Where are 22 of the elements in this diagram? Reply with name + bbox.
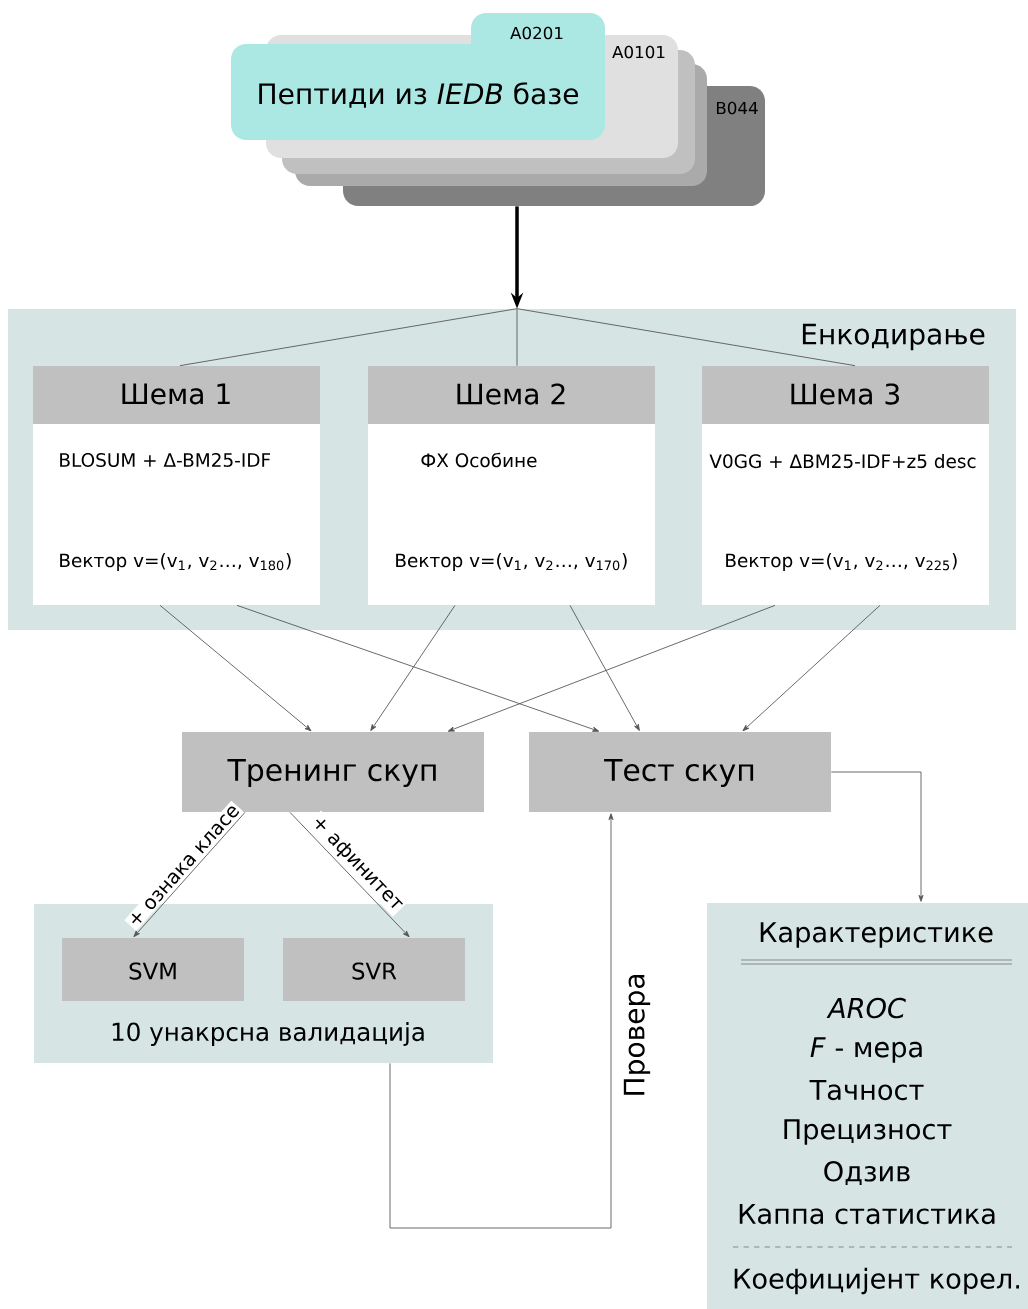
dataset-card: A0201 Пептиди из IEDB базе [231,13,605,140]
arrow [830,771,924,902]
arrow [370,604,456,731]
arrow [133,811,246,938]
set-box: Тест скуп [529,732,831,812]
edge-label: Провера [622,970,652,1100]
arrow [159,604,312,732]
connector-line [516,308,856,367]
scheme-card: Шема 2 ФХ Особине Вектор v=(v$_{1}$, v$_{2}$…, v$_{170}$) [368,366,655,605]
arrow [569,604,640,731]
scheme-card: Шема 1 BLOSUM + Δ-BM25-IDF Вектор v=(v$_{1}$, v$_{2}$…, v$_{180}$) [33,366,320,605]
scheme-card: Шема 3 V0GG + ΔBM25-IDF+z5 desc Вектор v=(v$_{1}$, v$_{2}$…, v$_{225}$) [702,366,989,605]
arrow [289,811,410,938]
metrics-panel: Карактеристике AROC F - мера Тачност Прецизност Одзив Каппа статистика Коефицијент корел. [707,903,1028,1309]
model-box: SVR [283,938,465,1001]
arrow [236,604,600,732]
arrow [447,604,776,732]
model-box: SVM [62,938,244,1001]
connector-line [516,308,518,367]
arrow [389,813,614,1229]
connector-line [179,308,518,367]
arrow [742,604,881,732]
